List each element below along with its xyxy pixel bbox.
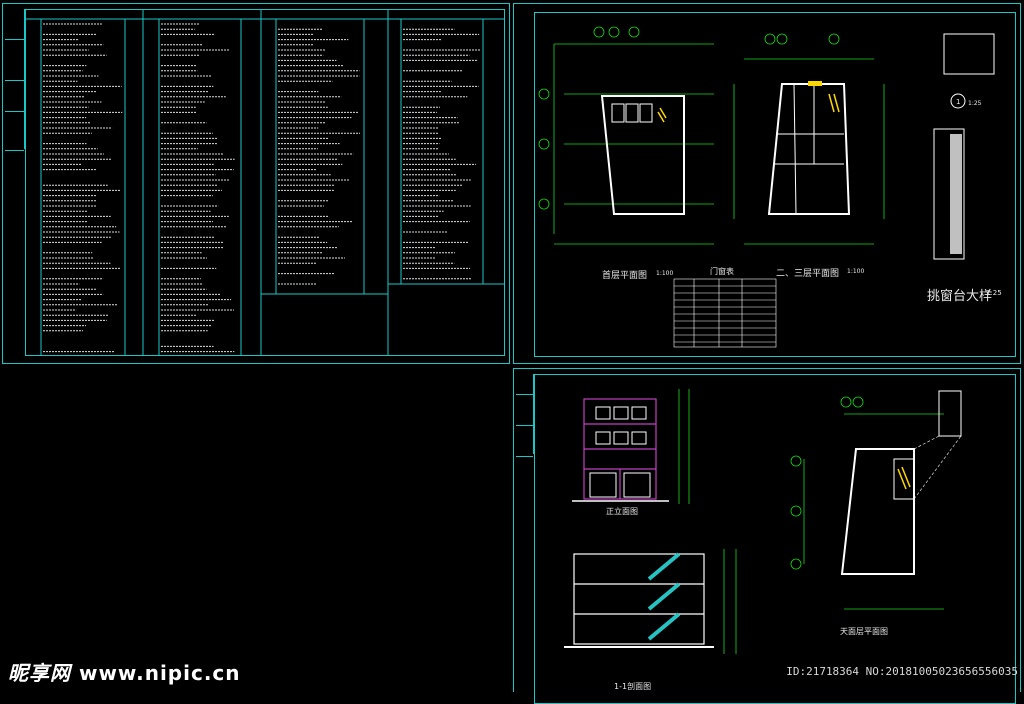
second-third-floor-plan [733,33,885,245]
site-name: 昵享网 [8,661,71,685]
elevation-sheet: 正立面图 天面层平面图 1-1剖面图 [513,368,1021,704]
window-sill-detail-scale: 1:25 [986,289,1002,297]
notes-sheet [2,3,510,364]
notes-title-strip [5,9,25,151]
plans-drawing [538,26,995,348]
roof-plan-title: 天面层平面图 [840,627,888,636]
detail-circle [950,93,966,109]
elevation-title-strip [516,374,534,457]
second-third-floor-plan-scale: 1:100 [847,268,865,275]
front-elevation [572,389,690,504]
ground-floor-plan [538,26,714,245]
plans-sheet: 首层平面图 1:100 二、三层平面图 1:100 门窗表 挑窗台大样 1:25… [513,3,1021,364]
site-watermark: 昵享网 www.nipic.cn [8,657,241,686]
front-elevation-title: 正立面图 [606,507,638,516]
door-window-table-title: 门窗表 [710,267,734,276]
door-window-table [673,278,777,348]
plans-sheet-inner-frame [534,12,1016,357]
ground-floor-plan-title: 首层平面图 [602,271,648,281]
roof-plan [790,390,962,610]
notes-sheet-inner-frame [25,9,505,356]
notes-columns [25,9,505,356]
window-sill-detail-title: 挑窗台大样 [927,289,993,304]
elevation-drawing [564,389,962,654]
detail-circle-scale: 1:25 [968,100,982,107]
ground-floor-plan-scale: 1:100 [656,270,674,277]
second-third-floor-plan-title: 二、三层平面图 [776,269,840,279]
section [564,549,737,654]
image-id: ID:21718364 NO:20181005023656556035 [786,665,1018,678]
detail-marker: 1 [956,98,961,106]
window-sill-detail [933,33,995,260]
section-title: 1-1剖面图 [614,682,652,691]
site-url: www.nipic.cn [78,661,241,685]
